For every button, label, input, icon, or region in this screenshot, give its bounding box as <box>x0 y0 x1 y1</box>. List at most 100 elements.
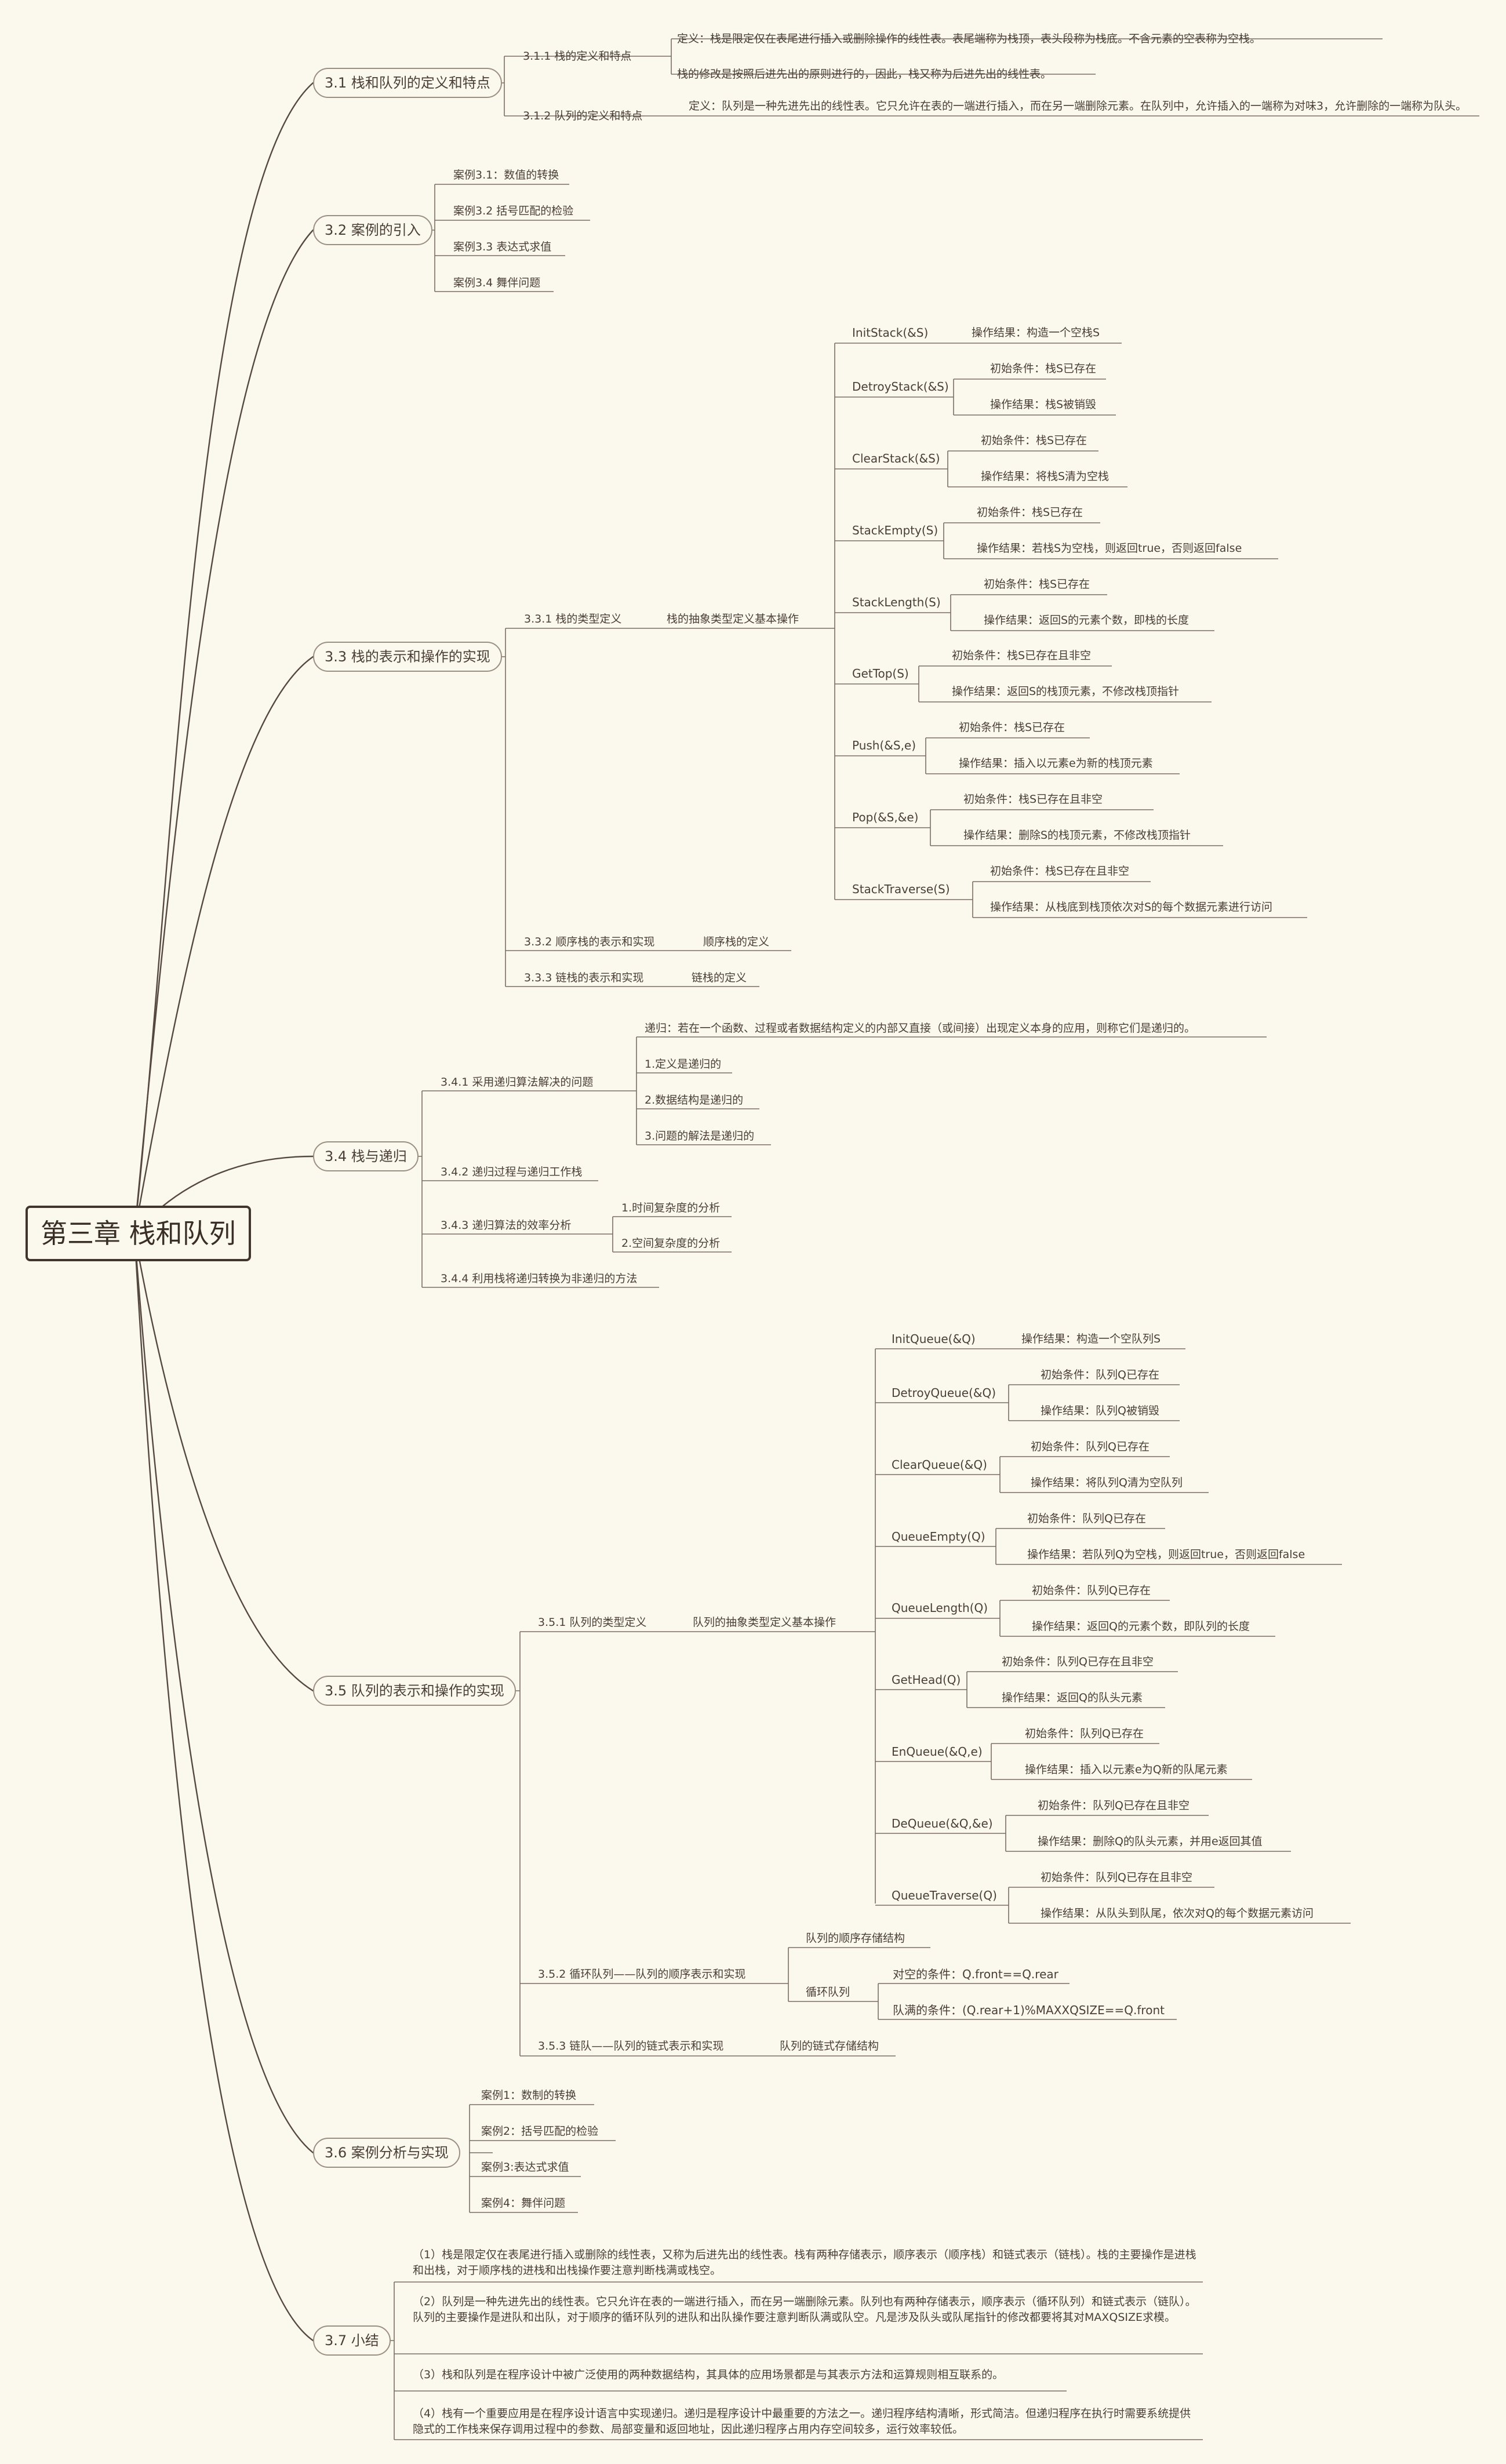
op-pop[interactable]: Pop(&S,&e) <box>852 810 919 824</box>
queue-adt[interactable]: 队列的抽象类型定义基本操作 <box>693 1616 836 1629</box>
op-stackempty-result[interactable]: 操作结果：若栈S为空栈，则返回true，否则返回false <box>977 542 1242 555</box>
op-destroystack-result[interactable]: 操作结果：栈S被销毁 <box>990 398 1097 411</box>
s352-title[interactable]: 3.5.2 循环队列——队列的顺序表示和实现 <box>538 1968 746 1981</box>
s312-title[interactable]: 3.1.2 队列的定义和特点 <box>523 110 643 122</box>
op-destroyqueue-pre[interactable]: 初始条件：队列Q已存在 <box>1041 1369 1159 1381</box>
section-3-5[interactable]: 3.5 队列的表示和操作的实现 <box>313 1676 516 1706</box>
op-clearstack-pre[interactable]: 初始条件：栈S已存在 <box>981 434 1087 447</box>
s342-title[interactable]: 3.4.2 递归过程与递归工作栈 <box>441 1166 583 1178</box>
summary-4[interactable]: （4）栈有一个重要应用是在程序设计语言中实现递归。递归是程序设计中最重要的方法之… <box>413 2407 1191 2436</box>
stack-adt[interactable]: 栈的抽象类型定义基本操作 <box>667 613 799 625</box>
s352-circular[interactable]: 循环队列 <box>806 1986 850 1999</box>
s343-item-2[interactable]: 2.空间复杂度的分析 <box>621 1237 721 1250</box>
case-3-2[interactable]: 案例3.2 括号匹配的检验 <box>453 205 574 217</box>
op-initqueue-result[interactable]: 操作结果：构造一个空队列S <box>1021 1333 1161 1345</box>
op-gettop-pre[interactable]: 初始条件：栈S已存在且非空 <box>952 649 1092 662</box>
op-stackempty-pre[interactable]: 初始条件：栈S已存在 <box>977 506 1083 519</box>
op-pop-result[interactable]: 操作结果：删除S的栈顶元素，不修改栈顶指针 <box>963 829 1191 842</box>
op-dequeue-result[interactable]: 操作结果：删除Q的队头元素，并用e返回其值 <box>1038 1835 1263 1848</box>
op-stacklength-result[interactable]: 操作结果：返回S的元素个数，即栈的长度 <box>984 614 1189 627</box>
op-enqueue-result[interactable]: 操作结果：插入以元素e为Q新的队尾元素 <box>1025 1763 1228 1776</box>
op-queueempty-result[interactable]: 操作结果：若队列Q为空栈，则返回true，否则返回false <box>1027 1548 1305 1561</box>
s312-definition[interactable]: 定义：队列是一种先进先出的线性表。它只允许在表的一端进行插入，而在另一端删除元素… <box>689 100 1467 112</box>
op-gettop[interactable]: GetTop(S) <box>852 667 909 680</box>
case-3-3[interactable]: 案例3.3 表达式求值 <box>453 241 552 253</box>
section-3-1[interactable]: 3.1 栈和队列的定义和特点 <box>313 68 502 98</box>
op-destroystack[interactable]: DetroyStack(&S) <box>852 380 949 394</box>
summary-2[interactable]: （2）队列是一种先进先出的线性表。它只允许在表的一端进行插入，而在另一端删除元素… <box>413 2295 1196 2324</box>
op-clearqueue-result[interactable]: 操作结果：将队列Q清为空队列 <box>1031 1476 1183 1489</box>
s341-recursion-def[interactable]: 递归：若在一个函数、过程或者数据结构定义的内部又直接（或间接）出现定义本身的应用… <box>645 1022 1196 1035</box>
op-initstack-result[interactable]: 操作结果：构造一个空栈S <box>972 326 1100 339</box>
op-clearstack[interactable]: ClearStack(&S) <box>852 452 940 465</box>
case-2[interactable]: 案例2：括号匹配的检验 <box>481 2125 599 2138</box>
op-stacktraverse-pre[interactable]: 初始条件：栈S已存在且非空 <box>990 865 1130 878</box>
s352-full-condition[interactable]: 队满的条件：(Q.rear+1)%MAXXQSIZE==Q.front <box>893 2003 1165 2017</box>
s344-title[interactable]: 3.4.4 利用栈将递归转换为非递归的方法 <box>441 1272 638 1285</box>
section-3-3[interactable]: 3.3 栈的表示和操作的实现 <box>313 642 502 672</box>
op-push[interactable]: Push(&S,e) <box>852 738 916 752</box>
op-queuetraverse[interactable]: QueueTraverse(Q) <box>892 1888 997 1902</box>
op-destroyqueue[interactable]: DetroyQueue(&Q) <box>892 1386 996 1400</box>
s311-lifo[interactable]: 栈的修改是按照后进先出的原则进行的，因此，栈又称为后进先出的线性表。 <box>677 68 1052 81</box>
s332-child[interactable]: 顺序栈的定义 <box>703 936 770 948</box>
op-queueempty[interactable]: QueueEmpty(Q) <box>892 1530 985 1544</box>
op-destroyqueue-result[interactable]: 操作结果：队列Q被销毁 <box>1041 1404 1159 1417</box>
s341-item-3[interactable]: 3.问题的解法是递归的 <box>645 1130 755 1142</box>
op-pop-pre[interactable]: 初始条件：栈S已存在且非空 <box>963 793 1103 806</box>
op-stacklength-pre[interactable]: 初始条件：栈S已存在 <box>984 578 1090 591</box>
s331-title[interactable]: 3.3.1 栈的类型定义 <box>524 613 622 625</box>
s341-title[interactable]: 3.4.1 采用递归算法解决的问题 <box>441 1076 594 1089</box>
op-queuetraverse-result[interactable]: 操作结果：从队头到队尾，依次对Q的每个数据元素访问 <box>1041 1907 1314 1920</box>
case-3-1[interactable]: 案例3.1：数值的转换 <box>453 169 559 181</box>
section-3-2[interactable]: 3.2 案例的引入 <box>313 215 432 245</box>
s351-title[interactable]: 3.5.1 队列的类型定义 <box>538 1616 647 1629</box>
section-3-4[interactable]: 3.4 栈与递归 <box>313 1141 419 1171</box>
op-queuetraverse-pre[interactable]: 初始条件：队列Q已存在且非空 <box>1041 1871 1192 1884</box>
s343-item-1[interactable]: 1.时间复杂度的分析 <box>621 1202 721 1214</box>
summary-1[interactable]: （1）栈是限定仅在表尾进行插入或删除的线性表，又称为后进先出的线性表。栈有两种存… <box>413 2248 1196 2277</box>
op-queuelength[interactable]: QueueLength(Q) <box>892 1601 988 1615</box>
case-4[interactable]: 案例4：舞伴问题 <box>481 2197 566 2210</box>
s352-sequential[interactable]: 队列的顺序存储结构 <box>806 1932 905 1945</box>
case-3[interactable]: 案例3:表达式求值 <box>481 2161 569 2174</box>
s341-item-1[interactable]: 1.定义是递归的 <box>645 1058 722 1071</box>
s353-title[interactable]: 3.5.3 链队——队列的链式表示和实现 <box>538 2040 724 2052</box>
op-push-pre[interactable]: 初始条件：栈S已存在 <box>959 721 1065 734</box>
op-stacktraverse-result[interactable]: 操作结果：从栈底到栈顶依次对S的每个数据元素进行访问 <box>990 901 1273 913</box>
s352-empty-condition[interactable]: 对空的条件：Q.front==Q.rear <box>893 1967 1058 1981</box>
op-initstack[interactable]: InitStack(&S) <box>852 326 929 340</box>
s333-child[interactable]: 链栈的定义 <box>692 971 747 984</box>
op-gethead-pre[interactable]: 初始条件：队列Q已存在且非空 <box>1002 1655 1154 1668</box>
s343-title[interactable]: 3.4.3 递归算法的效率分析 <box>441 1219 572 1232</box>
op-dequeue[interactable]: DeQueue(&Q,&e) <box>892 1817 993 1830</box>
s332-title[interactable]: 3.3.2 顺序栈的表示和实现 <box>524 936 655 948</box>
op-stackempty[interactable]: StackEmpty(S) <box>852 523 938 537</box>
section-3-6[interactable]: 3.6 案例分析与实现 <box>313 2138 460 2168</box>
op-clearqueue-pre[interactable]: 初始条件：队列Q已存在 <box>1031 1440 1149 1453</box>
op-initqueue[interactable]: InitQueue(&Q) <box>892 1332 976 1346</box>
op-stacklength[interactable]: StackLength(S) <box>852 595 941 609</box>
section-3-7[interactable]: 3.7 小结 <box>313 2325 391 2356</box>
s333-title[interactable]: 3.3.3 链栈的表示和实现 <box>524 971 644 984</box>
summary-3[interactable]: （3）栈和队列是在程序设计中被广泛使用的两种数据结构，其具体的应用场景都是与其表… <box>413 2368 1004 2381</box>
op-destroystack-pre[interactable]: 初始条件：栈S已存在 <box>990 362 1097 375</box>
op-queuelength-result[interactable]: 操作结果：返回Q的元素个数，即队列的长度 <box>1032 1620 1250 1633</box>
op-clearstack-result[interactable]: 操作结果：将栈S清为空栈 <box>981 470 1110 483</box>
s353-child[interactable]: 队列的链式存储结构 <box>780 2040 879 2052</box>
op-queuelength-pre[interactable]: 初始条件：队列Q已存在 <box>1032 1584 1151 1597</box>
op-enqueue[interactable]: EnQueue(&Q,e) <box>892 1745 983 1759</box>
case-1[interactable]: 案例1：数制的转换 <box>481 2089 577 2102</box>
op-enqueue-pre[interactable]: 初始条件：队列Q已存在 <box>1025 1727 1144 1740</box>
op-gettop-result[interactable]: 操作结果：返回S的栈顶元素，不修改栈顶指针 <box>952 685 1180 698</box>
op-push-result[interactable]: 操作结果：插入以元素e为新的栈顶元素 <box>959 757 1153 770</box>
case-3-4[interactable]: 案例3.4 舞伴问题 <box>453 276 541 289</box>
op-dequeue-pre[interactable]: 初始条件：队列Q已存在且非空 <box>1038 1799 1189 1812</box>
op-stacktraverse[interactable]: StackTraverse(S) <box>852 882 950 896</box>
s311-definition[interactable]: 定义：栈是限定仅在表尾进行插入或删除操作的线性表。表尾端称为栈顶，表头段称为栈底… <box>677 32 1261 45</box>
op-gethead[interactable]: GetHead(Q) <box>892 1673 961 1687</box>
root-title[interactable]: 第三章 栈和队列 <box>26 1206 251 1261</box>
op-clearqueue[interactable]: ClearQueue(&Q) <box>892 1458 987 1472</box>
op-gethead-result[interactable]: 操作结果：返回Q的队头元素 <box>1002 1691 1143 1704</box>
s341-item-2[interactable]: 2.数据结构是递归的 <box>645 1094 744 1107</box>
